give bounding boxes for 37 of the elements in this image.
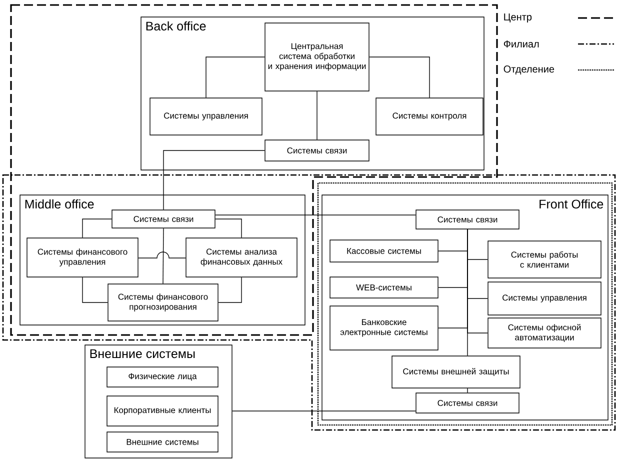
system-box: Центральная система обработки и хранения информации — [264, 22, 370, 92]
system-box: Банковские электронные системы — [330, 306, 438, 350]
system-box: Системы финансового управления — [26, 238, 138, 278]
connector-line — [162, 228, 164, 284]
system-box: Системы контроля — [376, 98, 484, 136]
connector-line — [215, 214, 416, 216]
legend-label: Филиал — [504, 40, 539, 48]
system-box: Системы управления — [150, 98, 262, 136]
system-box: Системы управления — [488, 282, 602, 316]
connector-line — [467, 388, 468, 393]
system-box: Системы внешней защиты — [392, 356, 520, 388]
system-box: Физические лица — [106, 366, 218, 388]
connector-line — [369, 56, 430, 98]
system-box: Системы финансового прогнозирования — [108, 284, 218, 322]
system-box: Системы связи — [112, 210, 216, 228]
connector-line — [232, 410, 416, 412]
system-box: WEB-системы — [330, 276, 438, 298]
system-box: Системы связи — [416, 392, 520, 414]
connector-line — [163, 150, 265, 210]
connector-line — [82, 277, 108, 303]
legend-label: Центр — [504, 14, 532, 22]
system-box: Корпоративные клиенты — [106, 396, 218, 426]
system-box: Системы офисной автоматизации — [488, 318, 602, 348]
system-box: Кассовые системы — [330, 240, 438, 262]
system-box: Системы связи — [416, 210, 520, 230]
connector-line — [82, 218, 112, 238]
system-box: Системы связи — [264, 140, 370, 162]
connector-line — [218, 277, 242, 303]
system-box: Внешние системы — [106, 432, 218, 452]
connector-line — [316, 91, 318, 140]
system-box: Системы анализа финансовых данных — [186, 238, 298, 278]
legend-label: Отделение — [504, 66, 554, 74]
system-box: Системы работы с клиентами — [488, 240, 602, 278]
connector-line — [467, 229, 468, 356]
connector-line — [138, 252, 186, 258]
connector-line — [206, 56, 265, 98]
connector-line — [215, 218, 242, 238]
